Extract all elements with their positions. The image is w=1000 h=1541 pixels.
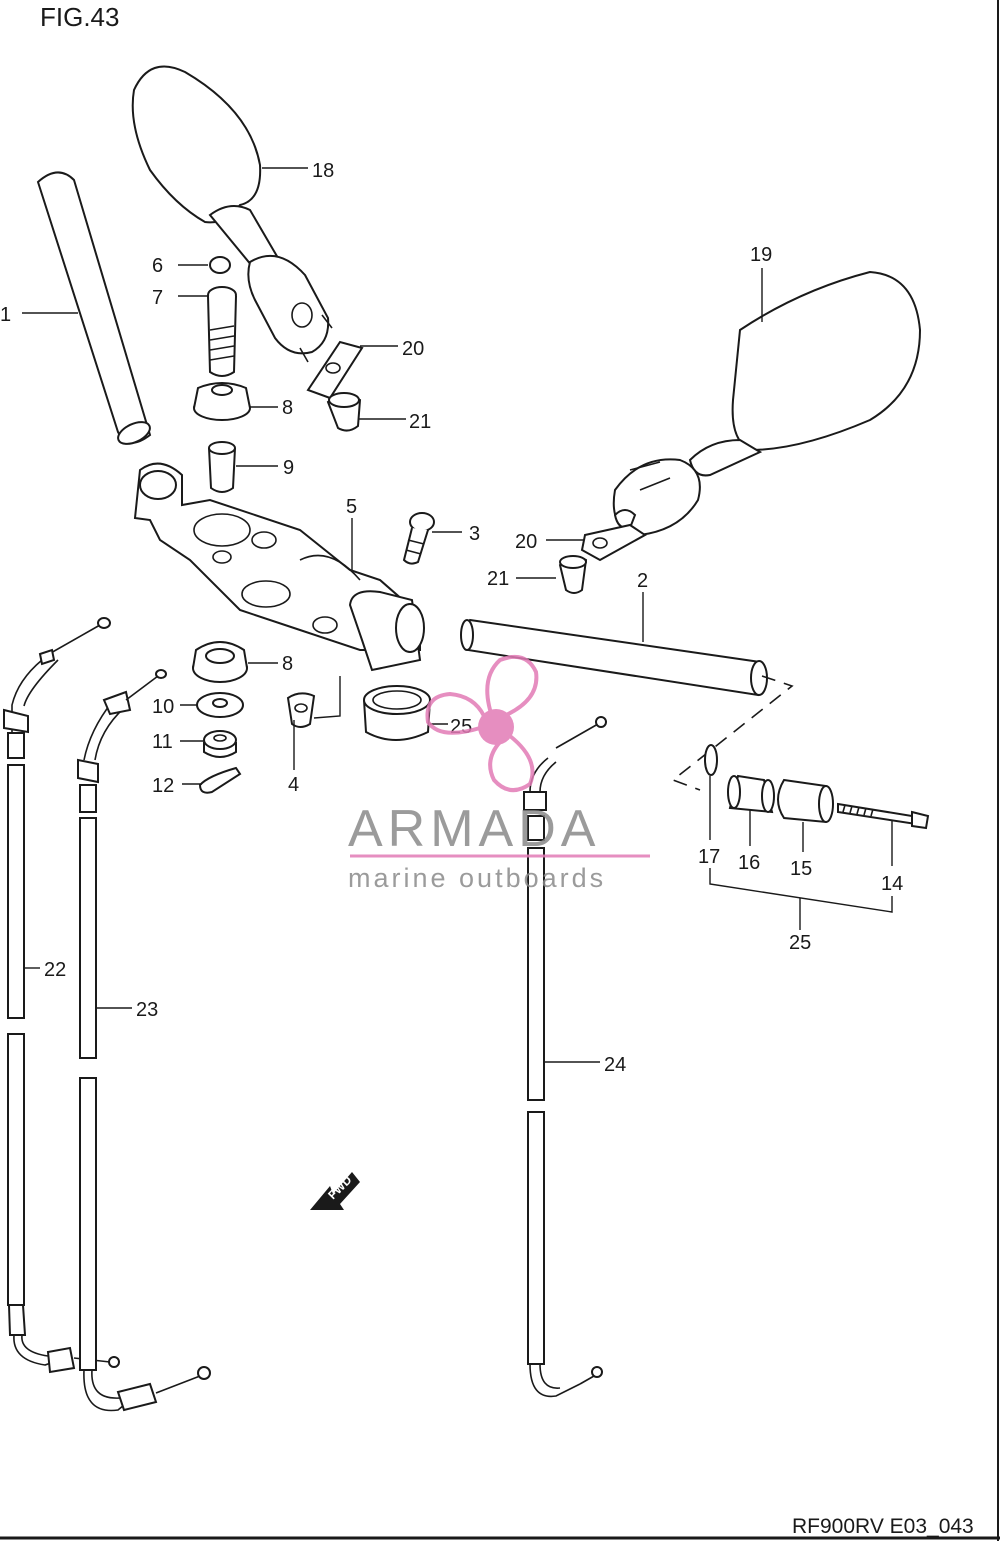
callout-10: 10	[152, 696, 174, 718]
callout-23: 23	[136, 999, 158, 1021]
cable-23	[77, 669, 211, 1412]
callout-7: 7	[152, 287, 163, 309]
watermark-tagline: marine outboards	[348, 863, 606, 893]
callout-16: 16	[738, 852, 760, 874]
callout-22: 22	[44, 959, 66, 981]
forward-arrow: FWD	[310, 1172, 360, 1210]
mirror-right	[612, 270, 922, 537]
callout-19: 19	[750, 244, 772, 266]
cable-22	[3, 617, 120, 1374]
callout-5: 5	[346, 496, 357, 518]
figure-title: FIG.43	[40, 2, 119, 32]
end-cap-15	[777, 778, 834, 824]
base-20-left	[306, 340, 364, 400]
drawing-code: RF900RV E03_043	[792, 1515, 974, 1538]
screw-14	[837, 802, 930, 830]
callout-17: 17	[698, 846, 720, 868]
bolt-3	[402, 512, 435, 565]
callout-labels: 1 2 3 4 5 6 7 8 8 9 10 11 12 14 15 16 17…	[0, 160, 903, 1076]
callout-2: 2	[637, 570, 648, 592]
nut-21-left	[326, 392, 362, 432]
callout-15: 15	[790, 858, 812, 880]
nut-11	[203, 730, 237, 758]
bolt-7	[207, 286, 237, 377]
handlebar-holder-5	[133, 462, 425, 672]
nut-4	[286, 692, 316, 728]
callout-6: 6	[152, 255, 163, 277]
callout-1: 1	[0, 304, 11, 326]
cotter-pin-12	[198, 766, 242, 794]
collar-9	[208, 441, 236, 493]
balancer-ring-25	[363, 685, 431, 741]
washer-17	[704, 744, 718, 776]
propeller-logo-icon	[425, 655, 539, 792]
mirror-left	[131, 65, 333, 363]
handlebar-tube-right	[460, 618, 768, 697]
callout-11: 11	[152, 731, 173, 753]
callout-20-left: 20	[402, 338, 424, 360]
callout-8-lower: 8	[282, 653, 293, 675]
callout-18: 18	[312, 160, 334, 182]
cable-24	[523, 716, 607, 1398]
watermark-brand: ARMADA	[348, 800, 600, 858]
base-20-right	[580, 523, 647, 562]
cap-6	[209, 256, 231, 274]
callout-3: 3	[469, 523, 480, 545]
washer-10	[196, 692, 244, 718]
callout-8-upper: 8	[282, 397, 293, 419]
weight-16	[727, 774, 775, 814]
callout-21-left: 21	[409, 411, 431, 433]
assembly-guide-line	[671, 675, 794, 791]
callout-14: 14	[881, 873, 903, 895]
leader-lines	[22, 167, 893, 1063]
bushing-8-lower	[192, 641, 248, 683]
watermark: ARMADA marine outboards	[348, 655, 650, 893]
handlebar-tube-left	[36, 171, 152, 445]
callout-12: 12	[152, 775, 174, 797]
callout-25-kit: 25	[789, 932, 811, 954]
nut-21-right	[558, 555, 588, 594]
callout-24: 24	[604, 1054, 626, 1076]
bushing-8-upper	[193, 382, 251, 421]
callout-21-right: 21	[487, 568, 509, 590]
callout-9: 9	[283, 457, 294, 479]
callout-20-right: 20	[515, 531, 537, 553]
callout-4: 4	[288, 774, 299, 796]
kit-bracket-25	[709, 868, 893, 930]
